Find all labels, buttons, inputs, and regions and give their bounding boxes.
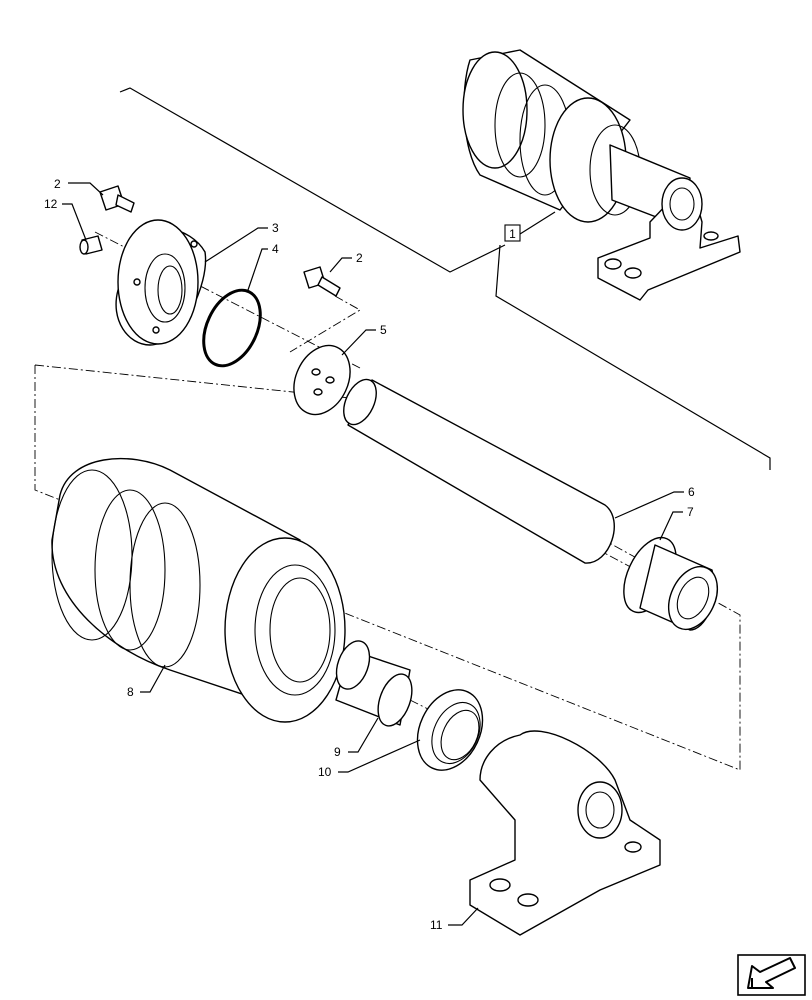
part-2-bolt-right [303,266,341,297]
part-7-bushing [623,536,719,631]
leader-2b [329,257,352,273]
leader-12 [62,203,87,241]
part-9-bushing [335,640,413,727]
part-6-shaft [343,378,615,564]
reference-line-bottom [495,244,771,470]
part-5-plate [293,344,351,416]
part-8-roller [51,457,346,723]
leader-9 [348,717,379,753]
callout-7: 7 [687,505,694,519]
callout-6: 6 [688,485,695,499]
reference-line-top [119,87,506,273]
part-2-bolt-upper [99,185,135,213]
part-11-bracket [469,730,661,936]
part-4-o-ring [202,288,262,368]
part-12-plug [79,235,103,255]
callout-4: 4 [272,242,279,256]
callout-1: 1 [504,224,521,242]
callout-12: 12 [44,197,58,211]
part-3-flange [115,219,207,346]
callout-10: 10 [318,765,332,779]
callout-3: 3 [272,221,279,235]
axis-bolt-right [289,295,361,353]
callout-5: 5 [380,323,387,337]
leader-2a [68,182,104,196]
callout-1-label: 1 [509,227,516,241]
leader-11 [448,907,479,926]
leader-7 [659,511,683,541]
arrow-left-down-icon[interactable] [737,954,806,996]
callout-9: 9 [334,745,341,759]
axis-upper [94,231,361,369]
leader-1 [519,211,556,235]
leader-8 [140,664,166,693]
roller-assembly-overview [462,49,741,301]
leader-3 [204,227,268,263]
leader-4 [247,248,268,291]
callout-8: 8 [127,685,134,699]
leader-5 [341,329,376,356]
leader-10 [338,739,421,773]
callout-2-right: 2 [356,251,363,265]
part-10-seal [416,689,484,771]
callout-11: 11 [430,918,443,932]
callout-2-upper: 2 [54,177,61,191]
leader-6 [614,491,684,519]
